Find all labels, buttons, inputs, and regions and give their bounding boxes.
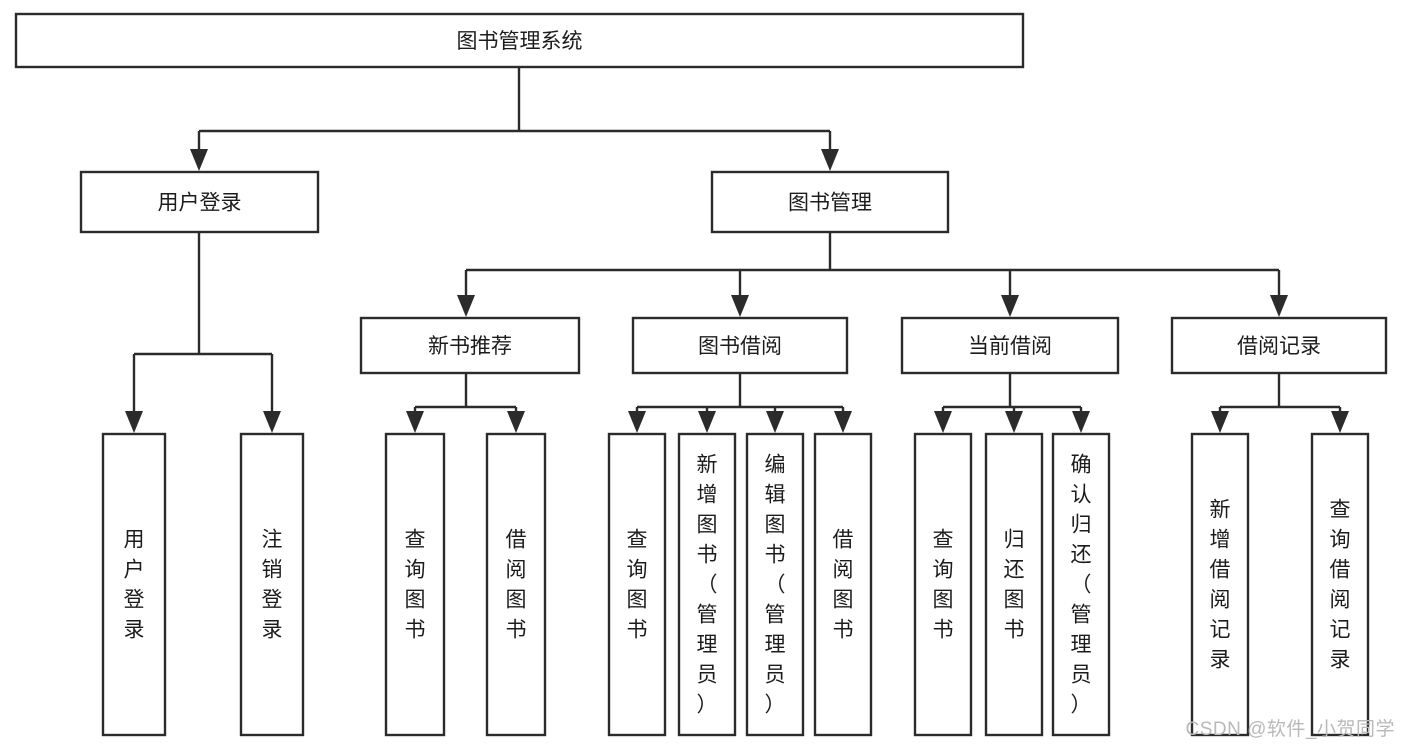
arrow-head-icon xyxy=(834,411,852,433)
node-box[interactable] xyxy=(14,12,1025,69)
node-box[interactable] xyxy=(813,432,873,737)
node-box[interactable] xyxy=(913,432,973,737)
arrow-head-icon xyxy=(1331,411,1349,433)
node-box[interactable] xyxy=(710,170,950,234)
node-box[interactable] xyxy=(239,432,305,737)
arrow-head-icon xyxy=(934,411,952,433)
arrow-head-icon xyxy=(1001,295,1019,317)
node-borrow-record[interactable]: 借阅记录 xyxy=(1170,316,1388,375)
node-box[interactable] xyxy=(631,316,849,375)
arrow-head-icon xyxy=(1005,411,1023,433)
node-box[interactable] xyxy=(607,432,667,737)
node-label: 图书管理系统 xyxy=(457,30,583,53)
node-leaf-logout[interactable]: 注销登录 xyxy=(239,432,305,737)
node-box[interactable] xyxy=(79,170,320,234)
arrow-head-icon xyxy=(507,411,525,433)
node-current-borrow[interactable]: 当前借阅 xyxy=(900,316,1120,375)
node-box[interactable] xyxy=(900,316,1120,375)
node-leaf-confirm-return[interactable]: 确认归还（管理员） xyxy=(1051,432,1111,737)
node-label: 借阅图书 xyxy=(506,528,527,641)
node-leaf-user-login[interactable]: 用户登录 xyxy=(101,432,167,737)
node-leaf-query-record[interactable]: 查询借阅记录 xyxy=(1310,432,1370,737)
nodes-layer: 图书管理系统用户登录图书管理新书推荐图书借阅当前借阅借阅记录用户登录注销登录查询… xyxy=(14,12,1388,737)
node-label: 图书借阅 xyxy=(698,335,782,358)
node-leaf-query-book-3[interactable]: 查询图书 xyxy=(913,432,973,737)
node-leaf-borrow-book-2[interactable]: 借阅图书 xyxy=(813,432,873,737)
arrow-head-icon xyxy=(766,411,784,433)
arrow-head-icon xyxy=(628,411,646,433)
node-label: 图书管理 xyxy=(788,192,872,215)
arrow-head-icon xyxy=(731,295,749,317)
node-leaf-borrow-book-1[interactable]: 借阅图书 xyxy=(485,432,547,737)
node-box[interactable] xyxy=(1170,316,1388,375)
arrow-head-icon xyxy=(190,149,208,171)
node-label: 当前借阅 xyxy=(968,335,1052,358)
node-label: 注销登录 xyxy=(262,528,283,641)
arrow-head-icon xyxy=(821,149,839,171)
node-book-manage[interactable]: 图书管理 xyxy=(710,170,950,234)
arrow-head-icon xyxy=(1211,411,1229,433)
node-box[interactable] xyxy=(101,432,167,737)
arrow-head-icon xyxy=(1270,295,1288,317)
node-box[interactable] xyxy=(984,432,1044,737)
node-leaf-query-book-2[interactable]: 查询图书 xyxy=(607,432,667,737)
node-label: 借阅图书 xyxy=(833,528,854,641)
arrow-head-icon xyxy=(457,295,475,317)
node-box[interactable] xyxy=(1051,432,1111,737)
node-box[interactable] xyxy=(677,432,737,737)
node-label: 新增图书（管理员） xyxy=(697,453,718,716)
connector-group-new-book-rec-children xyxy=(406,373,525,433)
connector-group-book-borrow-children xyxy=(628,373,852,433)
node-label: 查询图书 xyxy=(405,528,426,641)
node-label: 用户登录 xyxy=(124,528,145,641)
node-leaf-edit-book[interactable]: 编辑图书（管理员） xyxy=(745,432,805,737)
node-box[interactable] xyxy=(384,432,446,737)
node-label: 查询图书 xyxy=(933,528,954,641)
node-label: 新书推荐 xyxy=(428,335,512,358)
node-label: 编辑图书（管理员） xyxy=(765,453,786,716)
node-box[interactable] xyxy=(1190,432,1250,737)
connector-group-root-children xyxy=(190,67,839,171)
connector-group-book-manage-children xyxy=(457,232,1288,317)
node-label: 借阅记录 xyxy=(1237,335,1321,358)
node-root[interactable]: 图书管理系统 xyxy=(14,12,1025,69)
connector-group-borrow-record-children xyxy=(1211,373,1349,433)
arrow-head-icon xyxy=(125,411,143,433)
arrow-head-icon xyxy=(698,411,716,433)
node-leaf-add-record[interactable]: 新增借阅记录 xyxy=(1190,432,1250,737)
node-label: 查询图书 xyxy=(627,528,648,641)
node-new-book-rec[interactable]: 新书推荐 xyxy=(359,316,581,375)
node-label: 确认归还（管理员） xyxy=(1071,453,1092,716)
node-leaf-return-book[interactable]: 归还图书 xyxy=(984,432,1044,737)
node-label: 查询借阅记录 xyxy=(1330,498,1351,671)
node-user-login[interactable]: 用户登录 xyxy=(79,170,320,234)
node-leaf-query-book-1[interactable]: 查询图书 xyxy=(384,432,446,737)
node-label: 用户登录 xyxy=(158,192,242,215)
node-label: 归还图书 xyxy=(1004,528,1025,641)
arrow-head-icon xyxy=(1072,411,1090,433)
node-box[interactable] xyxy=(485,432,547,737)
node-box[interactable] xyxy=(359,316,581,375)
node-label: 新增借阅记录 xyxy=(1210,498,1231,671)
arrow-head-icon xyxy=(263,411,281,433)
connector-group-user-login-children xyxy=(125,232,281,433)
node-box[interactable] xyxy=(1310,432,1370,737)
node-book-borrow[interactable]: 图书借阅 xyxy=(631,316,849,375)
connector-group-current-borrow-children xyxy=(934,373,1090,433)
arrow-head-icon xyxy=(406,411,424,433)
node-leaf-add-book[interactable]: 新增图书（管理员） xyxy=(677,432,737,737)
connectors-layer xyxy=(125,67,1349,433)
node-box[interactable] xyxy=(745,432,805,737)
